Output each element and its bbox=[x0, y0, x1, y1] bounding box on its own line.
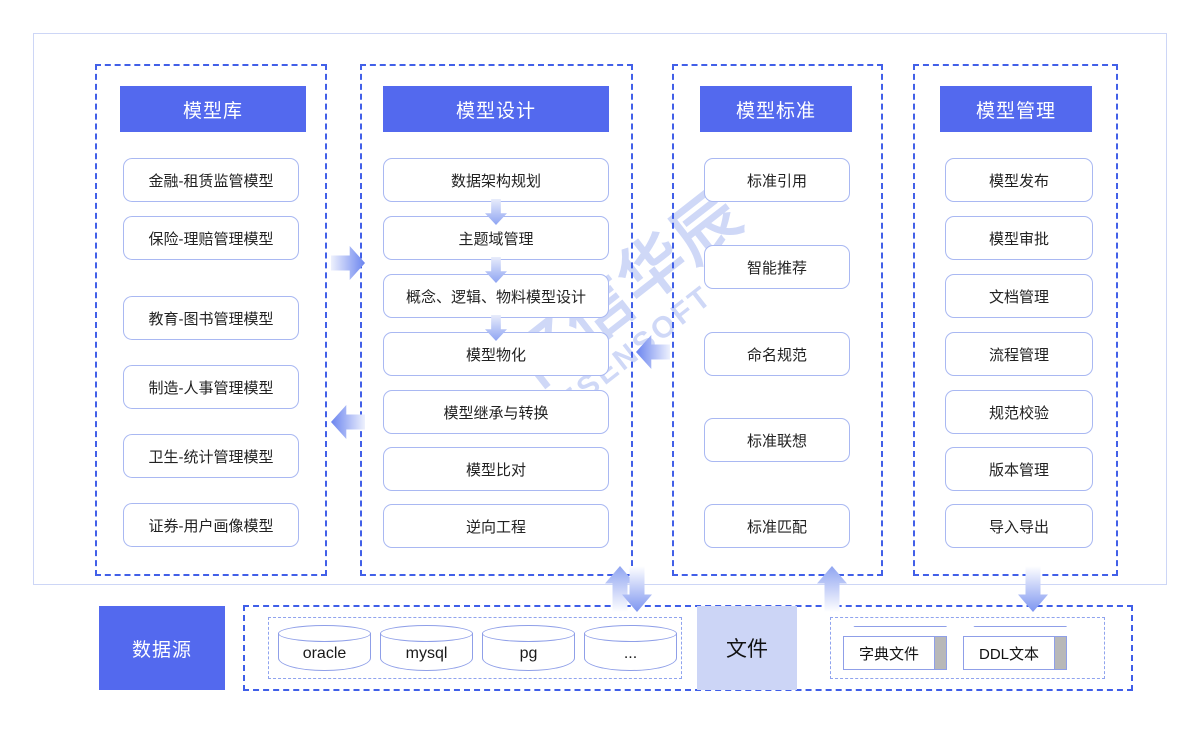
cylinder-top bbox=[584, 625, 677, 642]
database-label: oracle bbox=[302, 645, 347, 662]
column-model-standard bbox=[672, 64, 883, 576]
list-item[interactable]: 模型物化 bbox=[383, 332, 609, 376]
list-item[interactable]: 标准匹配 bbox=[704, 504, 850, 548]
datasource-label[interactable]: 数据源 bbox=[99, 606, 225, 690]
column-model-repository bbox=[95, 64, 327, 576]
list-item[interactable]: 智能推荐 bbox=[704, 245, 850, 289]
list-item[interactable]: 模型审批 bbox=[945, 216, 1093, 260]
list-item[interactable]: 证券-用户画像模型 bbox=[123, 503, 299, 547]
cylinder-top bbox=[380, 625, 473, 642]
cylinder-top bbox=[482, 625, 575, 642]
list-item[interactable]: 保险-理赔管理模型 bbox=[123, 216, 299, 260]
list-item[interactable]: 标准引用 bbox=[704, 158, 850, 202]
database-cylinder[interactable]: ... bbox=[584, 625, 677, 671]
file-box-label: DDL文本 bbox=[963, 636, 1055, 670]
list-item[interactable]: 数据架构规划 bbox=[383, 158, 609, 202]
list-item[interactable]: 版本管理 bbox=[945, 447, 1093, 491]
main-frame bbox=[33, 33, 1167, 585]
list-item[interactable]: 导入导出 bbox=[945, 504, 1093, 548]
list-item[interactable]: 模型发布 bbox=[945, 158, 1093, 202]
list-item[interactable]: 逆向工程 bbox=[383, 504, 609, 548]
column-model-design bbox=[360, 64, 633, 576]
file-box-side bbox=[935, 636, 947, 670]
list-item[interactable]: 模型继承与转换 bbox=[383, 390, 609, 434]
file-box[interactable]: 字典文件 bbox=[843, 626, 947, 670]
database-label: pg bbox=[519, 645, 538, 662]
file-group bbox=[830, 617, 1105, 679]
list-item[interactable]: 规范校验 bbox=[945, 390, 1093, 434]
list-item[interactable]: 流程管理 bbox=[945, 332, 1093, 376]
database-label: ... bbox=[623, 645, 638, 662]
list-item[interactable]: 制造-人事管理模型 bbox=[123, 365, 299, 409]
database-group bbox=[268, 617, 682, 679]
list-item[interactable]: 教育-图书管理模型 bbox=[123, 296, 299, 340]
file-box-label: 字典文件 bbox=[843, 636, 935, 670]
column-header-model-design[interactable]: 模型设计 bbox=[383, 86, 609, 132]
bottom-container bbox=[243, 605, 1133, 691]
file-box[interactable]: DDL文本 bbox=[963, 626, 1067, 670]
database-cylinder[interactable]: oracle bbox=[278, 625, 371, 671]
file-label[interactable]: 文件 bbox=[697, 606, 797, 690]
column-header-model-standard[interactable]: 模型标准 bbox=[700, 86, 852, 132]
file-box-side bbox=[1055, 636, 1067, 670]
column-header-model-repository[interactable]: 模型库 bbox=[120, 86, 306, 132]
column-model-management bbox=[913, 64, 1118, 576]
database-cylinder[interactable]: mysql bbox=[380, 625, 473, 671]
list-item[interactable]: 文档管理 bbox=[945, 274, 1093, 318]
list-item[interactable]: 模型比对 bbox=[383, 447, 609, 491]
list-item[interactable]: 命名规范 bbox=[704, 332, 850, 376]
column-header-model-management[interactable]: 模型管理 bbox=[940, 86, 1092, 132]
list-item[interactable]: 金融-租赁监管模型 bbox=[123, 158, 299, 202]
database-label: mysql bbox=[405, 645, 448, 662]
list-item[interactable]: 标准联想 bbox=[704, 418, 850, 462]
list-item[interactable]: 卫生-统计管理模型 bbox=[123, 434, 299, 478]
database-cylinder[interactable]: pg bbox=[482, 625, 575, 671]
cylinder-top bbox=[278, 625, 371, 642]
